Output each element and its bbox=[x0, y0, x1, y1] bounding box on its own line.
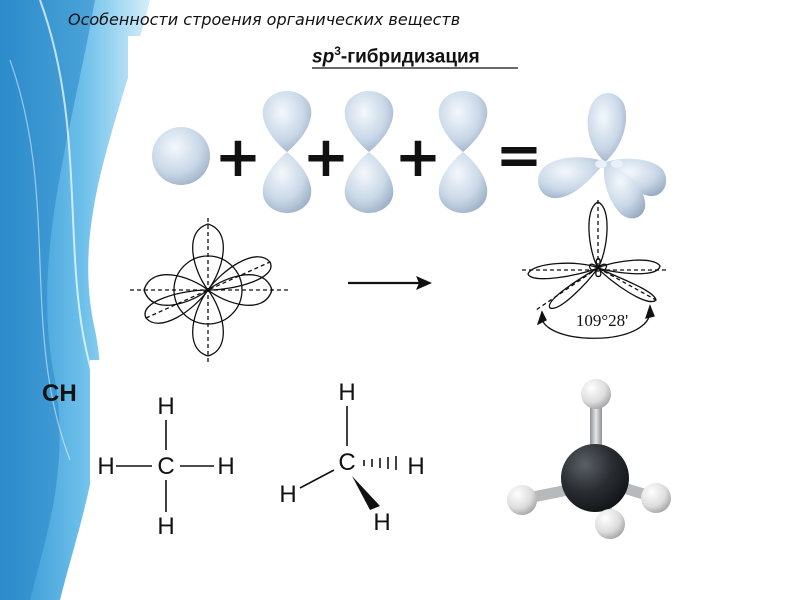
heading-superscript: 3 bbox=[334, 44, 341, 58]
wedge-h-top: H bbox=[338, 379, 355, 406]
unhybridized-orbitals-drawing bbox=[130, 218, 290, 362]
wedge-h-left: H bbox=[279, 481, 296, 508]
struct-h-bottom: H bbox=[157, 513, 174, 540]
plus-operator-2: + bbox=[303, 125, 350, 190]
bond-angle-label: 109°28' bbox=[576, 311, 628, 330]
structural-formula: H H C H H bbox=[97, 393, 234, 540]
wedge-h-right: H bbox=[407, 453, 424, 480]
ball-and-stick-model bbox=[507, 379, 671, 539]
struct-h-top: H bbox=[157, 393, 174, 420]
hybridization-heading: sp3-гибридизация bbox=[312, 44, 480, 68]
wedge-c-center: C bbox=[338, 449, 355, 476]
struct-c-center: C bbox=[157, 453, 174, 480]
methane-formula-label: CH bbox=[42, 380, 77, 407]
hydrogen-atom-left bbox=[507, 485, 537, 515]
p-orbital-1 bbox=[262, 91, 312, 213]
struct-h-right: H bbox=[217, 453, 234, 480]
hydrogen-atom-right bbox=[641, 483, 671, 513]
struct-h-left: H bbox=[97, 453, 114, 480]
equals-operator: = bbox=[496, 123, 543, 188]
wedge-formula: H C H H H bbox=[279, 379, 424, 536]
plus-operator-3: + bbox=[395, 125, 442, 190]
heading-sp: sp bbox=[312, 46, 335, 68]
hydrogen-atom-top bbox=[581, 379, 611, 409]
wedge-h-bottom: H bbox=[373, 509, 390, 536]
hydrogen-atom-front bbox=[595, 509, 625, 539]
slide-title: Особенности строения органических вещест… bbox=[68, 10, 461, 29]
p-orbital-3 bbox=[438, 91, 488, 213]
plus-operator-1: + bbox=[215, 125, 262, 190]
p-orbital-2 bbox=[344, 91, 394, 213]
transformation-arrow bbox=[348, 276, 432, 290]
sp3-orbitals-drawing bbox=[522, 200, 666, 339]
s-orbital bbox=[152, 127, 210, 185]
sp3-hybrid-orbital bbox=[538, 93, 667, 219]
carbon-atom bbox=[561, 444, 629, 512]
heading-rest: -гибридизация bbox=[340, 46, 480, 68]
